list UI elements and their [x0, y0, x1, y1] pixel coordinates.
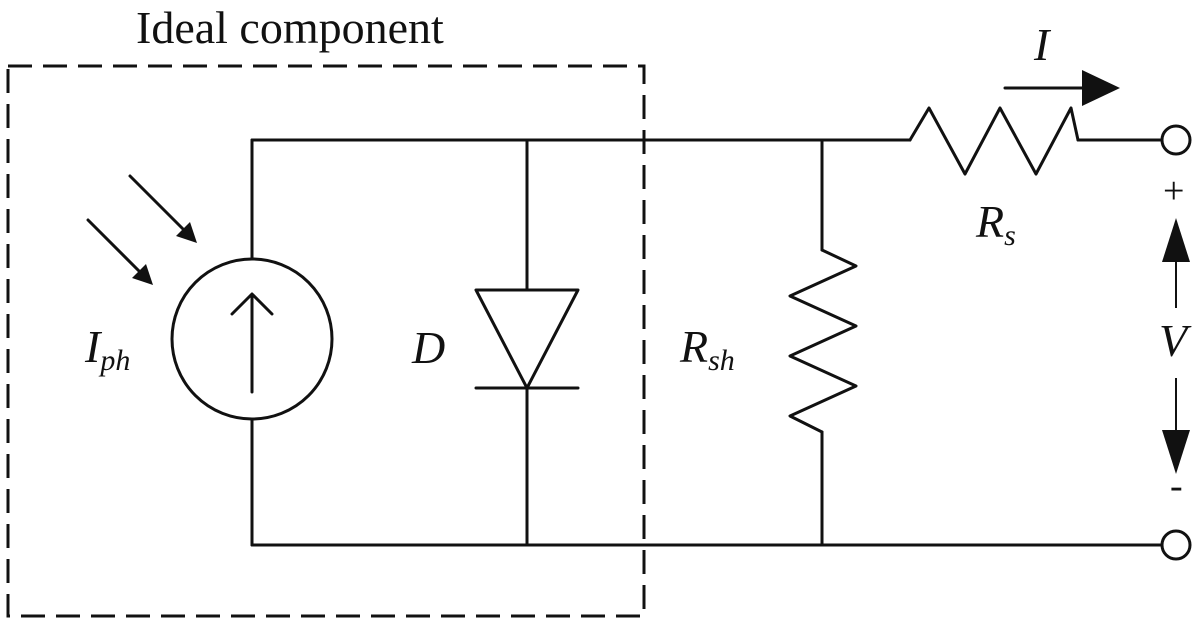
- voltage-label: V: [1159, 315, 1192, 366]
- series-label-main: R: [975, 196, 1004, 247]
- negative-terminal: [1160, 529, 1192, 561]
- series-label: Rs: [975, 196, 1016, 252]
- shunt-label-sub: sh: [708, 344, 735, 377]
- current-label: I: [1033, 19, 1052, 70]
- voltage-arrows-icon: [1162, 218, 1190, 474]
- shunt-label-main: R: [679, 321, 708, 372]
- positive-terminal: [1160, 124, 1192, 156]
- plus-sign: +: [1163, 170, 1184, 212]
- diode-icon: [474, 288, 580, 390]
- series-resistor-icon: [908, 106, 1080, 176]
- diode-label: D: [411, 322, 445, 373]
- light-rays-icon: [86, 174, 197, 285]
- source-label: Iph: [84, 321, 130, 377]
- shunt-resistor-icon: [788, 248, 858, 434]
- source-label-sub: ph: [98, 344, 130, 377]
- source-label-main: I: [84, 321, 103, 372]
- ideal-component-title: Ideal component: [136, 2, 444, 53]
- current-arrow-icon: [1003, 70, 1120, 106]
- shunt-label: Rsh: [679, 321, 735, 377]
- minus-sign: -: [1170, 465, 1183, 507]
- current-source-icon: [170, 257, 334, 421]
- series-label-sub: s: [1004, 219, 1016, 252]
- circuit-wires: [250, 138, 1164, 547]
- ideal-component-boundary: [6, 64, 646, 618]
